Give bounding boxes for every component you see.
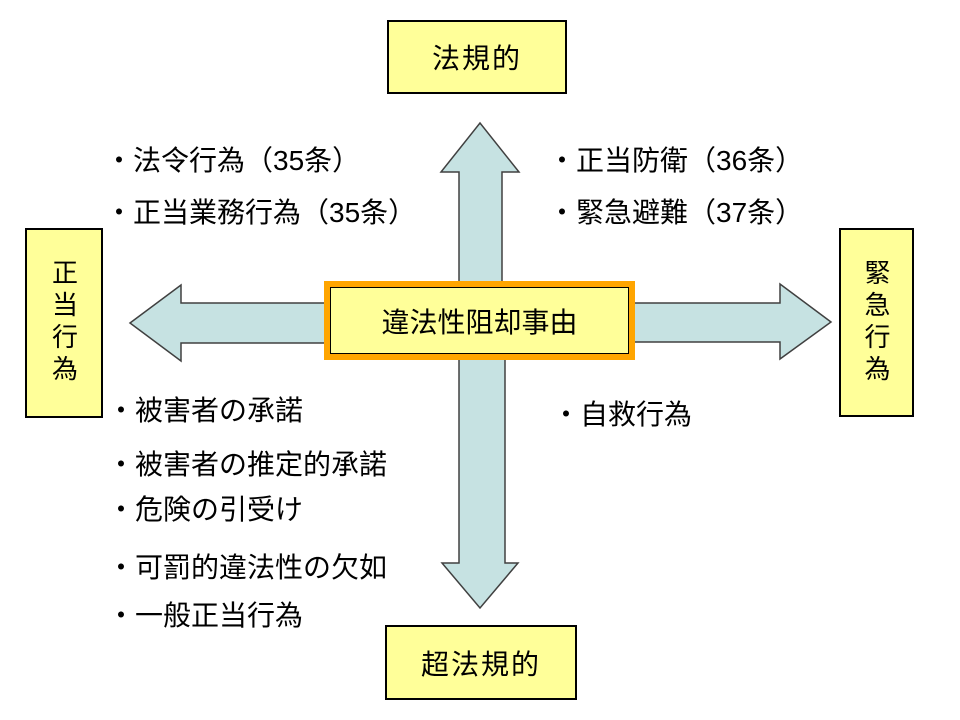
list-item: ・一般正当行為: [107, 600, 304, 631]
list-item: ・可罰的違法性の欠如: [107, 552, 388, 583]
node-statutory-label: 法規的: [431, 43, 522, 74]
node-emergency-acts-label: 緊急行為: [861, 258, 891, 387]
node-supra-statutory-label: 超法規的: [420, 648, 541, 680]
down-arrow-icon: [440, 319, 520, 610]
center-concept-label: 違法性阻却事由: [381, 306, 578, 338]
list-item: ・緊急避難（37条）: [548, 197, 804, 228]
right-arrow-icon: [629, 282, 833, 361]
center-concept-box: 違法性阻却事由: [324, 281, 635, 360]
list-item: ・正当防衛（36条）: [548, 145, 804, 176]
list-item: ・危険の引受け: [107, 494, 304, 525]
node-justifiable-acts: 正当行為: [25, 228, 103, 418]
node-supra-statutory: 超法規的: [385, 625, 577, 700]
node-statutory: 法規的: [387, 20, 567, 94]
list-item: ・被害者の承諾: [107, 395, 304, 426]
left-arrow-icon: [128, 283, 331, 363]
node-justifiable-acts-label: 正当行為: [48, 259, 79, 387]
list-item: ・法令行為（35条）: [105, 145, 361, 176]
list-item: ・正当業務行為（35条）: [105, 197, 417, 228]
list-item: ・被害者の推定的承諾: [107, 449, 388, 480]
node-emergency-acts: 緊急行為: [839, 228, 914, 417]
list-item: ・自救行為: [552, 399, 693, 430]
